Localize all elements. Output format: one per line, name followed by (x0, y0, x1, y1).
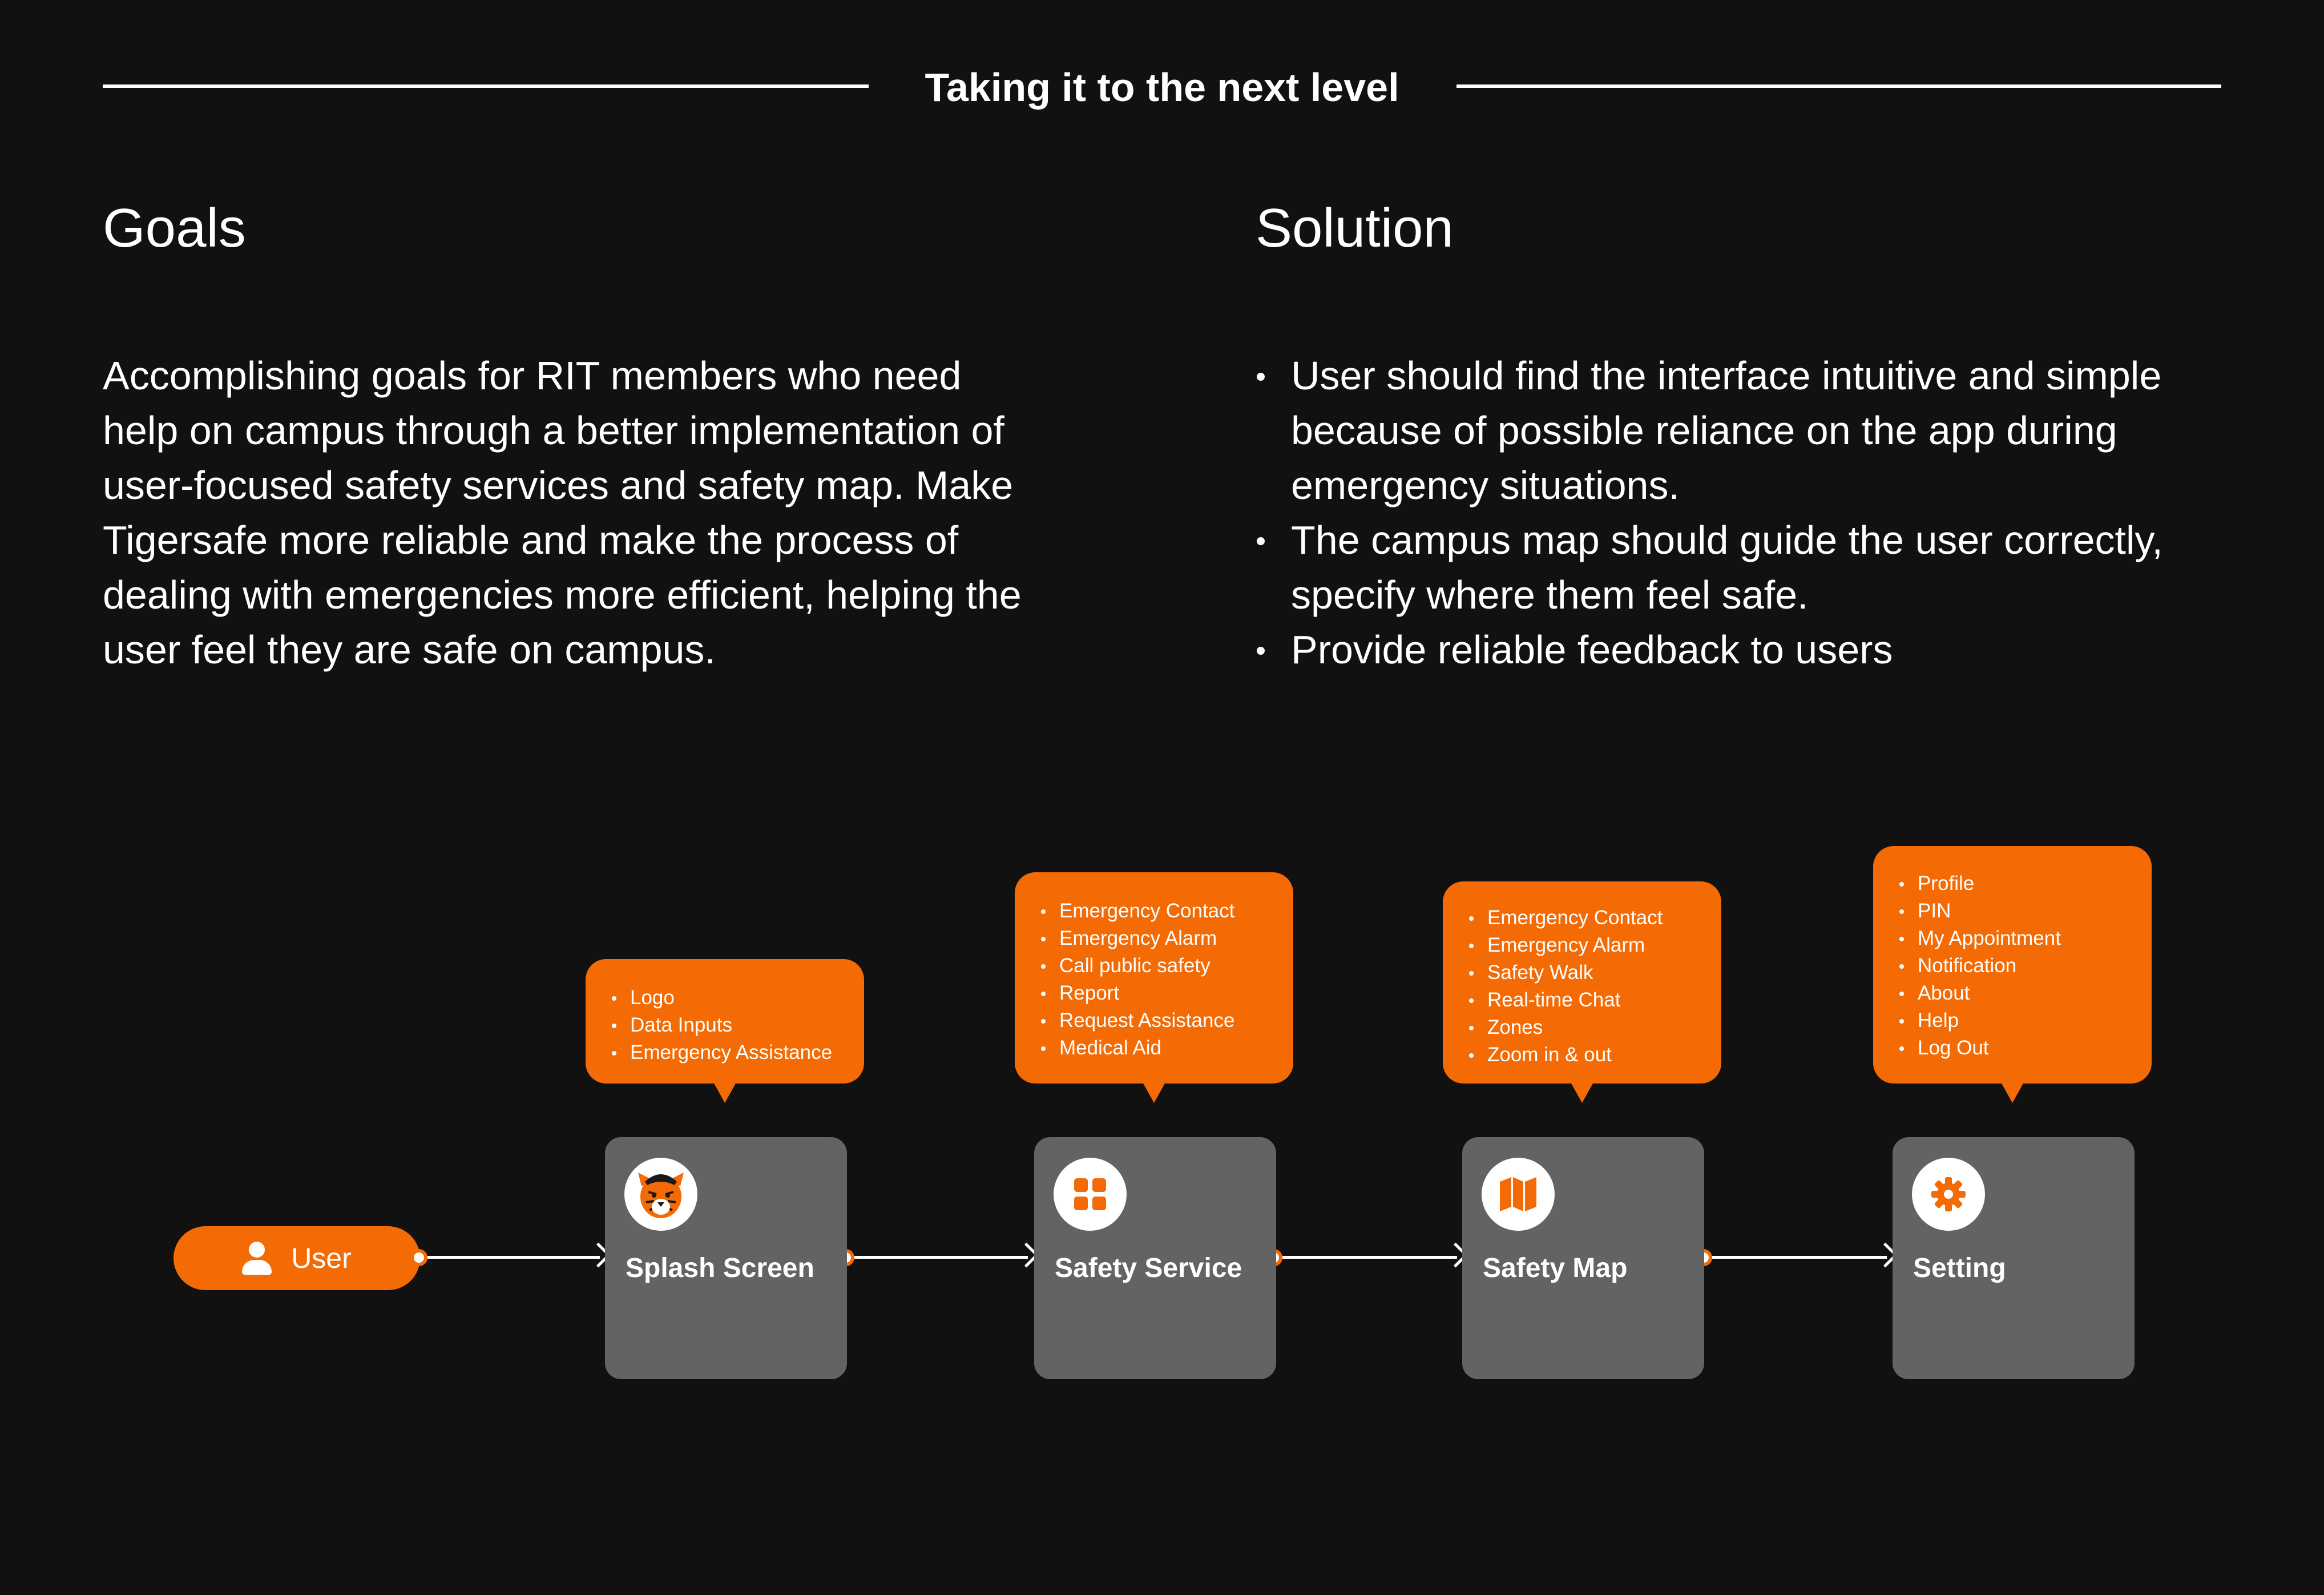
feature-item: Log Out (1897, 1034, 2140, 1062)
flow-arrow (1712, 1256, 1887, 1259)
feature-item: Emergency Alarm (1467, 932, 1710, 959)
header-rule-right (1456, 84, 2221, 88)
connector-port (410, 1249, 427, 1266)
feature-item: Safety Walk (1467, 959, 1710, 986)
feature-item: Notification (1897, 952, 2140, 980)
node-label: Splash Screen (626, 1253, 814, 1283)
feature-item: Logo (610, 984, 853, 1012)
solution-item: The campus map should guide the user cor… (1256, 513, 2260, 622)
node-safety-map: Safety Map (1462, 1137, 1704, 1379)
node-setting: Setting (1893, 1137, 2135, 1379)
goals-text: Accomplishing goals for RIT members who … (103, 353, 1022, 672)
node-safety-service: Safety Service (1034, 1137, 1276, 1379)
feature-item: Real-time Chat (1467, 986, 1710, 1014)
feature-item: Report (1039, 980, 1282, 1007)
feature-bubble-safety-service: Emergency Contact Emergency Alarm Call p… (1015, 872, 1293, 1103)
flow-arrow (1282, 1256, 1457, 1259)
feature-bubble-safety-map: Emergency Contact Emergency Alarm Safety… (1443, 881, 1721, 1103)
feature-item: Zones (1467, 1014, 1710, 1041)
feature-item: Emergency Alarm (1039, 925, 1282, 952)
user-start-node: User (174, 1226, 420, 1290)
page-title: Taking it to the next level (925, 65, 1399, 110)
goals-heading: Goals (103, 198, 246, 259)
solution-item: Provide reliable feedback to users (1256, 622, 2260, 677)
feature-item: Zoom in & out (1467, 1041, 1710, 1069)
feature-item: Emergency Contact (1467, 904, 1710, 932)
node-label: Safety Service (1055, 1253, 1242, 1283)
solution-heading: Solution (1256, 198, 1454, 259)
node-label: Setting (1913, 1253, 2006, 1283)
node-label: Safety Map (1483, 1253, 1628, 1283)
feature-bubble-splash-screen: Logo Data Inputs Emergency Assistance (586, 959, 864, 1103)
feature-item: Profile (1897, 870, 2140, 897)
feature-item: My Appointment (1897, 925, 2140, 952)
feature-bubble-setting: Profile PIN My Appointment Notification … (1873, 846, 2152, 1103)
solution-list: User should find the interface intuitive… (1256, 348, 2260, 677)
node-splash-screen: Splash Screen (605, 1137, 847, 1379)
flow-arrow (854, 1256, 1028, 1259)
feature-item: Data Inputs (610, 1012, 853, 1039)
feature-item: Medical Aid (1039, 1034, 1282, 1062)
map-icon (1482, 1158, 1555, 1231)
feature-item: Call public safety (1039, 952, 1282, 980)
tiger-logo-icon (624, 1158, 697, 1231)
solution-item: User should find the interface intuitive… (1256, 348, 2260, 513)
feature-item: Emergency Contact (1039, 897, 1282, 925)
flow-arrow (427, 1256, 600, 1259)
feature-item: About (1897, 980, 2140, 1007)
header-rule-left (103, 84, 869, 88)
user-label: User (291, 1242, 352, 1274)
user-icon (242, 1242, 272, 1275)
feature-item: PIN (1897, 897, 2140, 925)
gear-icon (1912, 1158, 1985, 1231)
feature-item: Emergency Assistance (610, 1039, 853, 1066)
feature-item: Request Assistance (1039, 1007, 1282, 1034)
grid-icon (1054, 1158, 1127, 1231)
feature-item: Help (1897, 1007, 2140, 1034)
